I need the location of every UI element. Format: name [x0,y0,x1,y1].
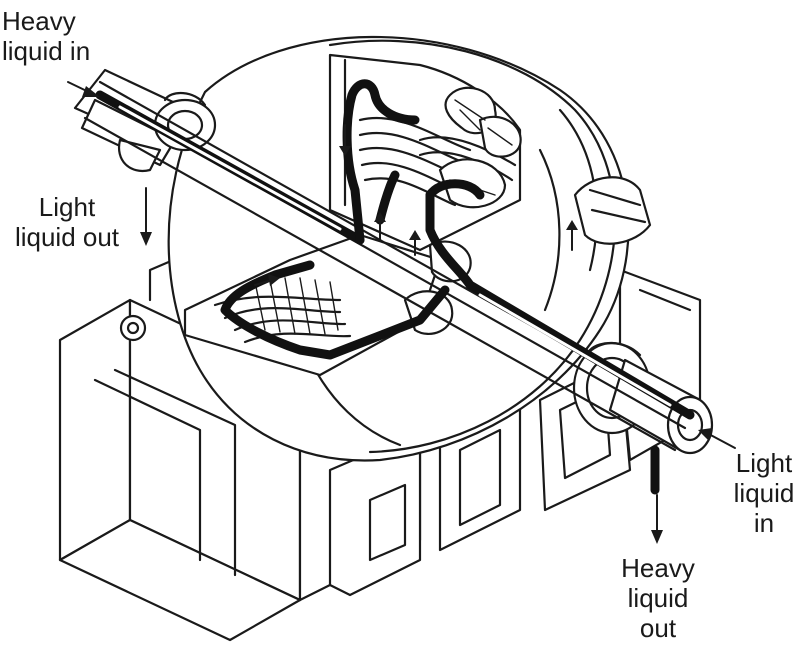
label-arrows [67,81,736,544]
label-heavy-liquid-out: Heavy liquid out [612,553,704,643]
label-heavy-liquid-out-line2: liquid [627,583,689,613]
label-heavy-liquid-in: Heavy liquid in [2,6,90,66]
label-light-liquid-out-line1: Light [38,192,96,222]
label-light-liquid-in-line1: Light [735,448,793,478]
label-heavy-liquid-in-line1: Heavy [2,6,76,36]
internal-flow-arrows [254,124,578,286]
label-heavy-liquid-out-line3: out [639,613,677,643]
label-light-liquid-in-line2: liquid [733,478,795,508]
label-light-liquid-out: Light liquid out [2,192,132,252]
label-light-liquid-out-line2: liquid out [14,222,120,252]
label-heavy-liquid-out-line1: Heavy [621,553,695,583]
label-light-liquid-in: Light liquid in [728,448,800,538]
support-frame [58,253,702,642]
heavy-liquid-flow [95,79,695,495]
label-heavy-liquid-in-line2: liquid in [2,36,91,66]
label-light-liquid-in-line3: in [753,508,775,538]
